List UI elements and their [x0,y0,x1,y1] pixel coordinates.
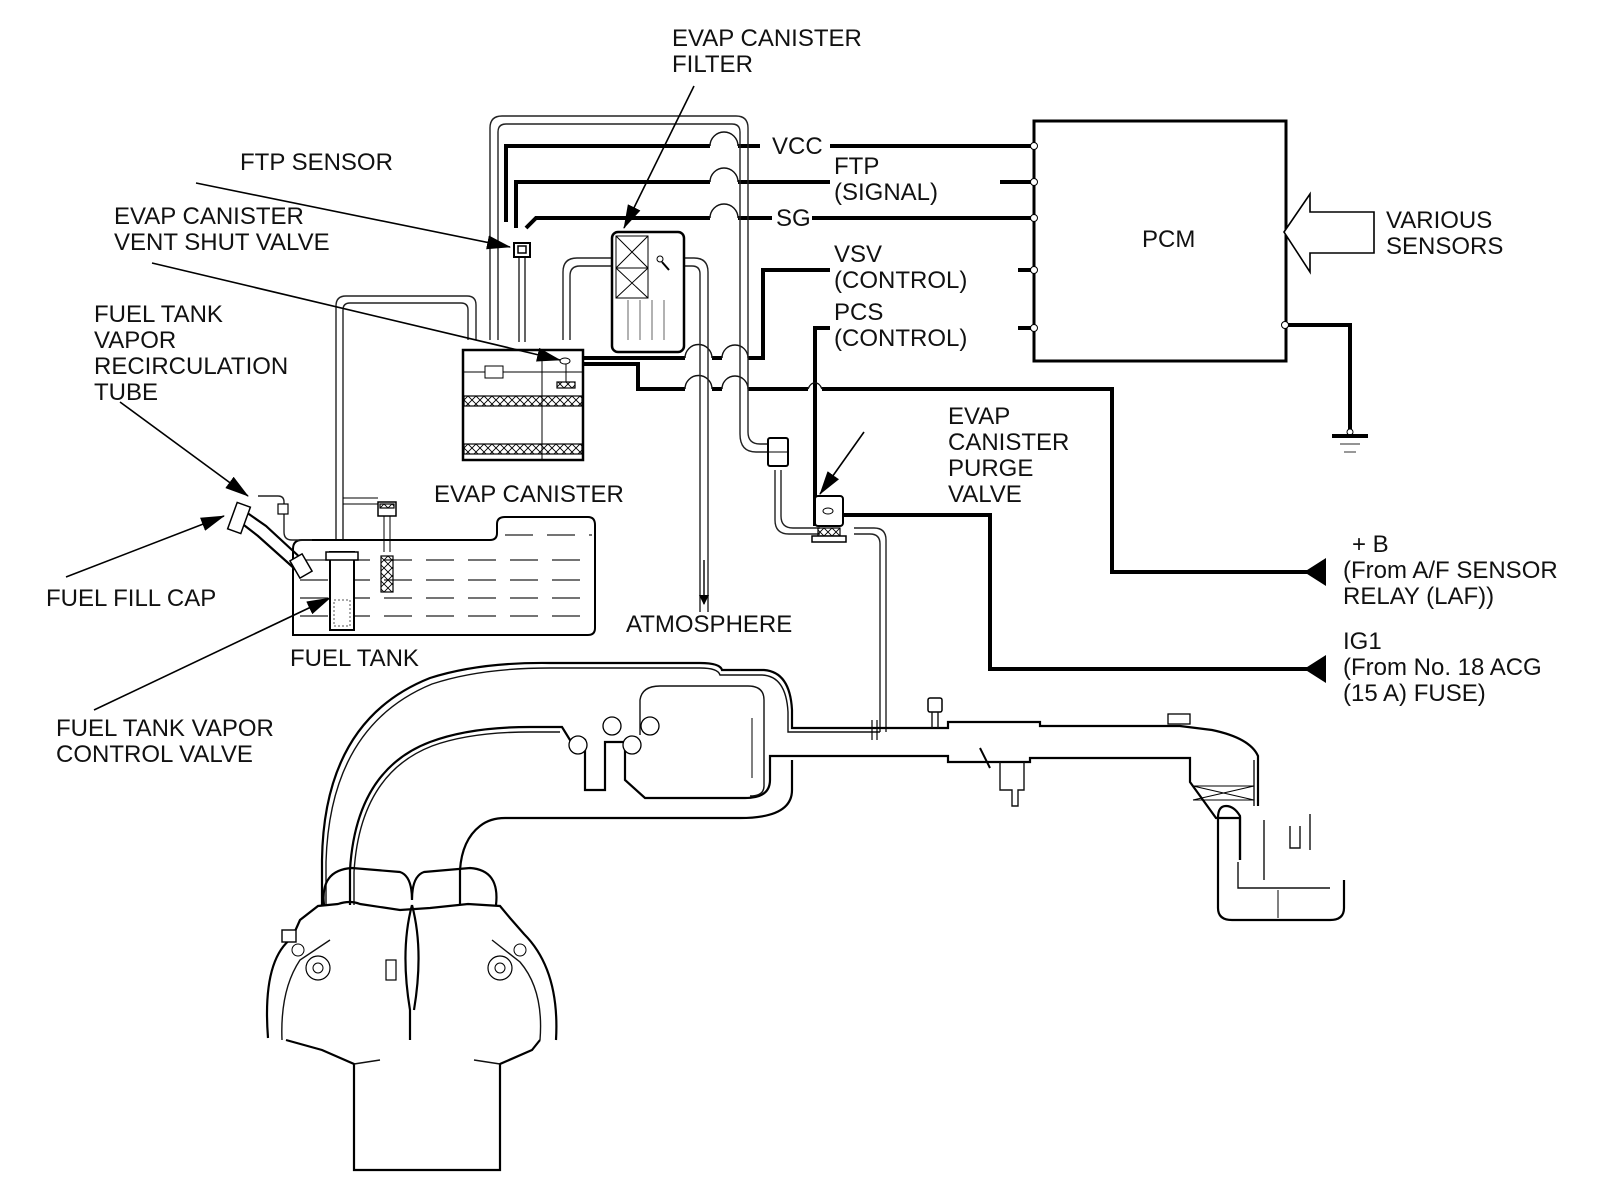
evap-canister-label: EVAP CANISTER [434,481,624,508]
wire-ground [1288,323,1354,436]
leader-lines [65,85,865,711]
wire-vsv-control [567,268,1032,360]
evap-canister [461,348,585,462]
fuel-fill-neck [226,495,314,580]
vapor-hoses [335,115,887,732]
wire-vcc [504,131,1032,222]
wire-ig1 [832,513,1310,671]
ftp-sensor-label: FTP SENSOR [240,149,393,176]
pcm-label: PCM [1142,226,1195,253]
fuel-tank [292,497,596,636]
wire-ftp-signal [514,167,1032,228]
wire-sg [524,203,1032,230]
ig1-terminal-icon [1304,655,1326,683]
evap-canister-filter [610,230,686,354]
fuel-tank-vapor-recirculation-tube-label: FUEL TANK VAPOR RECIRCULATION TUBE [94,301,295,406]
ftp-signal-label: FTP (SIGNAL) [834,153,938,206]
sg-label: SG [776,205,811,232]
air-cleaner [1216,804,1346,922]
pcm-terminals [1030,142,1289,332]
wire-plus-b [567,362,1310,574]
vsv-control-label: VSV (CONTROL) [834,241,967,294]
evap-canister-purge-valve [811,495,847,543]
engine-block [265,866,558,1172]
pcm-box [1032,119,1288,363]
fuel-fill-cap-label: FUEL FILL CAP [46,585,216,612]
intake-duct [871,697,1260,860]
plus-b-terminal-icon [1304,558,1326,586]
various-sensors-arrow-icon [1283,191,1375,275]
evap-canister-vent-shut-valve-label: EVAP CANISTER VENT SHUT VALVE [114,203,330,256]
evap-canister-filter-label: EVAP CANISTER FILTER [672,25,869,78]
various-sensors-label: VARIOUS SENSORS [1386,207,1503,260]
ground-symbol-icon [1332,434,1368,453]
plus-b-label: + B (From A/F SENSOR RELAY (LAF)) [1343,531,1564,610]
atmosphere-fitting [767,437,789,467]
vcc-label: VCC [772,133,823,160]
ftp-sensor [513,242,531,258]
intake-manifold [320,661,880,905]
fuel-tank-label: FUEL TANK [290,645,419,672]
atmosphere-label: ATMOSPHERE [626,611,792,638]
fuel-tank-vapor-control-valve-label: FUEL TANK VAPOR CONTROL VALVE [56,715,281,768]
ig1-label: IG1 (From No. 18 ACG (15 A) FUSE) [1343,628,1548,707]
evap-canister-purge-valve-label: EVAP CANISTER PURGE VALVE [948,403,1076,508]
pcs-control-label: PCS (CONTROL) [834,299,967,352]
